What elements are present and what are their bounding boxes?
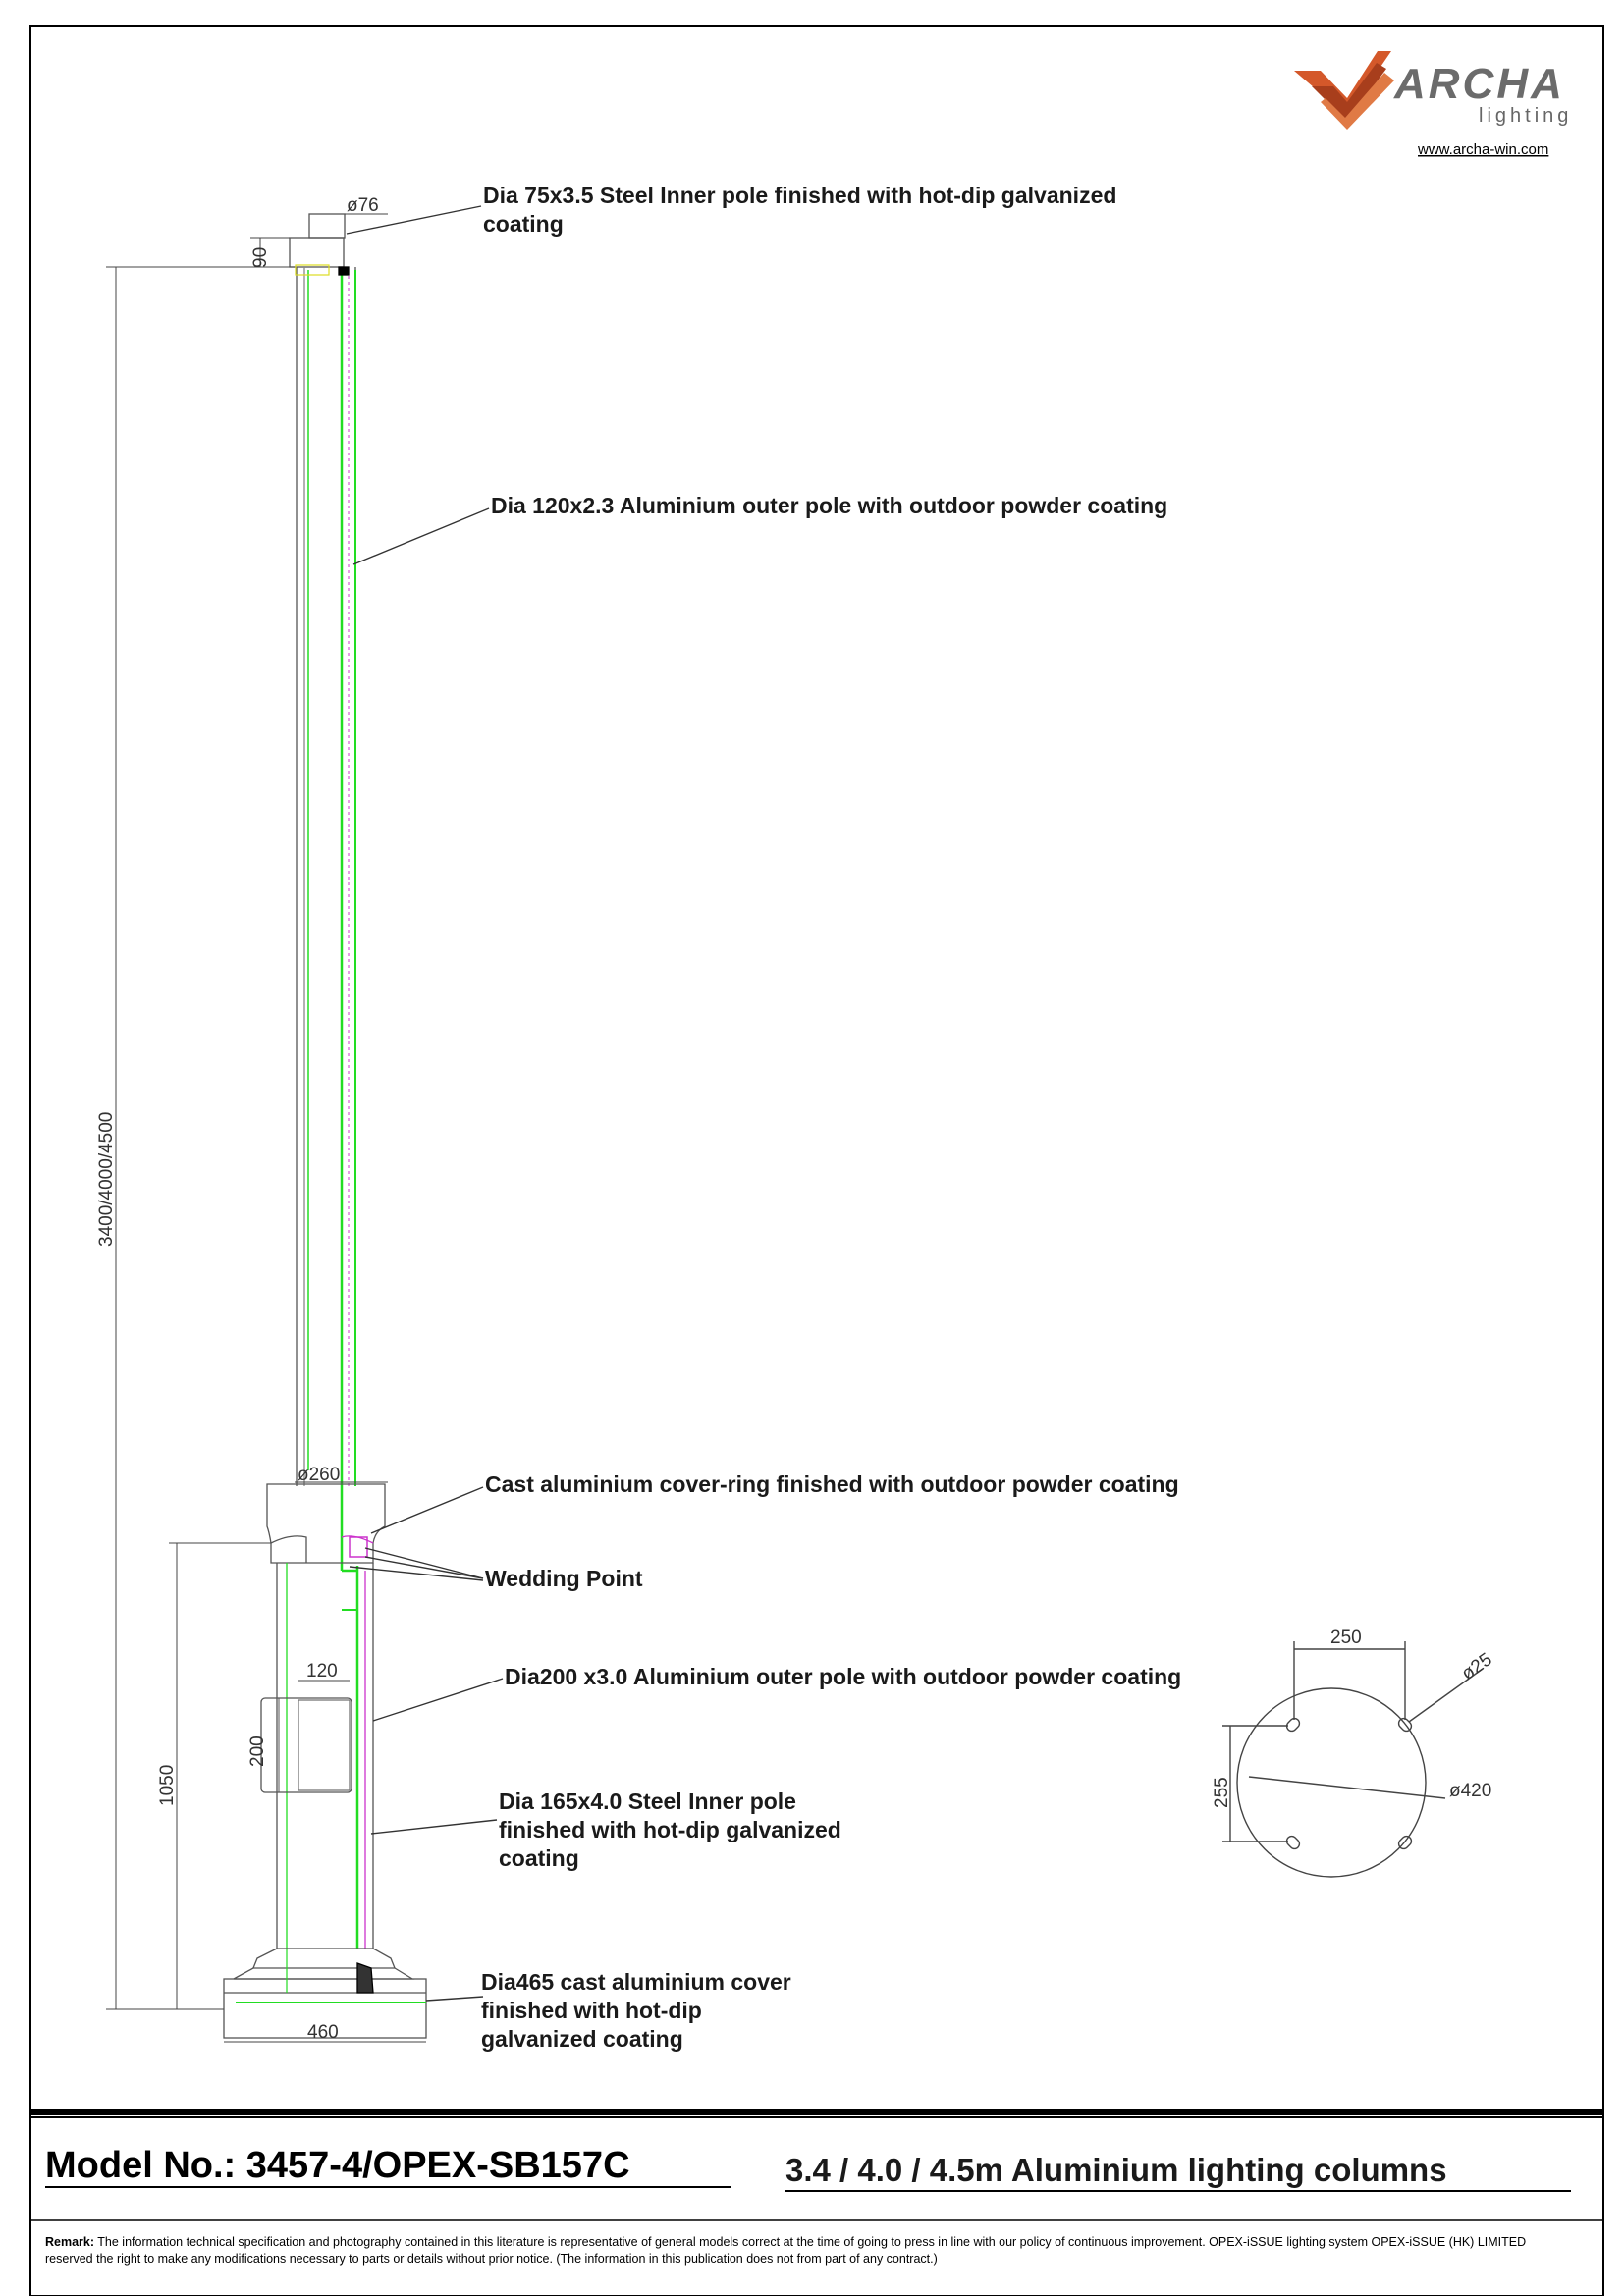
base-plate-labels: 250 255 ø25 ø420 [1212, 1628, 1496, 1808]
base-width-label: 460 [307, 2022, 339, 2043]
remark-note: Remark: The information technical specif… [45, 2234, 1577, 2268]
top-height-label: 90 [250, 247, 271, 268]
base-plate-plan [1222, 1641, 1484, 1878]
base-flange [252, 1948, 396, 1969]
overall-height-label: 3400/4000/4500 [96, 1112, 117, 1247]
title-block-frame [29, 2109, 1604, 2296]
remark-text: The information technical specification … [45, 2235, 1527, 2266]
archa-logo: ARCHA lighting www.archa-win.com [1294, 51, 1572, 158]
pole-elevation [223, 213, 427, 2039]
callout-outer-pole-base: Dia200 x3.0 Aluminium outer pole with ou… [505, 1664, 1181, 1689]
plate-diameter-label: ø420 [1449, 1781, 1491, 1801]
base-cover [223, 1978, 427, 2039]
callout-base-cover-2: finished with hot-dip [481, 1998, 702, 2023]
base-plate-circle [1236, 1687, 1427, 1878]
door-height-label: 200 [247, 1735, 268, 1767]
callout-inner-pole-top-1: Dia 75x3.5 Steel Inner pole finished wit… [483, 183, 1116, 208]
top-diameter-label: ø76 [347, 195, 379, 216]
brand-name: ARCHA [1393, 60, 1565, 108]
bolt-hole [1285, 1835, 1301, 1850]
brand-tagline: lighting [1479, 105, 1572, 127]
dimension-lines [106, 213, 426, 2043]
model-number: Model No.: 3457-4/OPEX-SB157C [45, 2145, 630, 2186]
website-link[interactable]: www.archa-win.com [1417, 141, 1548, 158]
top-inner-pole [308, 213, 346, 239]
access-door [260, 1697, 352, 1793]
bolt-hole [1397, 1835, 1413, 1850]
page-frame [29, 25, 1604, 2118]
callout-inner-pole-base-3: coating [499, 1845, 579, 1871]
callout-inner-pole-base-2: finished with hot-dip galvanized [499, 1817, 841, 1842]
callout-inner-pole-top-2: coating [483, 211, 564, 237]
base-height-label: 1050 [157, 1765, 178, 1806]
plate-spacing-y-label: 255 [1212, 1777, 1232, 1808]
bolt-hole [1397, 1717, 1413, 1733]
plate-spacing-x-label: 250 [1330, 1628, 1362, 1648]
callouts: Dia 75x3.5 Steel Inner pole finished wit… [481, 183, 1181, 2052]
leader-lines [346, 205, 504, 2002]
callout-wedding-point: Wedding Point [485, 1566, 643, 1591]
callout-inner-pole-base-1: Dia 165x4.0 Steel Inner pole [499, 1789, 796, 1814]
product-title: 3.4 / 4.0 / 4.5m Aluminium lighting colu… [785, 2152, 1447, 2188]
bolt-hole [1285, 1717, 1301, 1733]
callout-cover-ring: Cast aluminium cover-ring finished with … [485, 1471, 1179, 1497]
ring-diameter-label: ø260 [298, 1465, 340, 1485]
door-width-label: 120 [306, 1661, 338, 1682]
callout-base-cover-3: galvanized coating [481, 2026, 683, 2052]
callout-base-cover-1: Dia465 cast aluminium cover [481, 1969, 791, 1995]
top-cap [289, 237, 345, 268]
dimension-labels: ø76 90 3400/4000/4500 ø260 1050 120 200 … [96, 195, 379, 2043]
callout-outer-pole-top: Dia 120x2.3 Aluminium outer pole with ou… [491, 493, 1167, 518]
hole-diameter-label: ø25 [1458, 1649, 1496, 1684]
logo-mark-icon [1294, 51, 1394, 130]
remark-label: Remark: [45, 2235, 95, 2249]
